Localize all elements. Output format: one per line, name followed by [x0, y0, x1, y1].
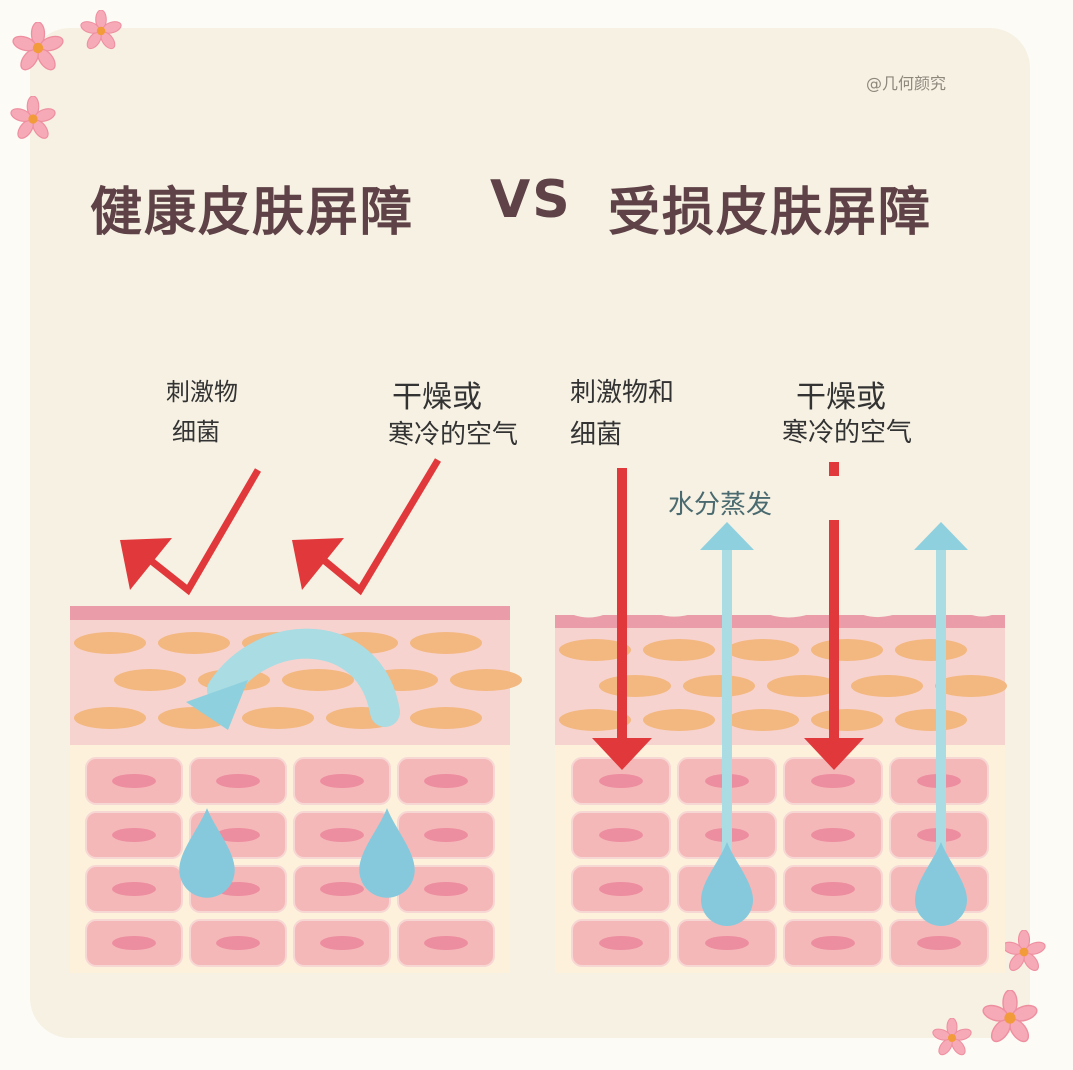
label-irritant-healthy-2: 细菌: [172, 418, 220, 446]
lipid-oval: [935, 675, 1007, 697]
label-evaporation: 水分蒸发: [668, 490, 773, 520]
lipid-oval: [643, 709, 715, 731]
skin-cell: [85, 757, 183, 805]
skin-cell: [571, 919, 671, 967]
skin-cell: [571, 811, 671, 859]
skin-cell: [677, 919, 777, 967]
watermark: @几何颜究: [866, 74, 947, 93]
skin-cell: [293, 811, 391, 859]
label-air-healthy-2: 寒冷的空气: [388, 420, 519, 450]
healthy-skin-panel: [70, 458, 522, 973]
lipid-oval: [643, 639, 715, 661]
skin-cell: [889, 919, 989, 967]
irritant-bounce-arrow: [120, 468, 262, 596]
skin-cell: [189, 757, 287, 805]
skin-cell: [571, 757, 671, 805]
lipid-oval: [242, 707, 314, 729]
lipid-oval: [683, 675, 755, 697]
lipid-oval: [158, 632, 230, 654]
skin-cell: [293, 919, 391, 967]
lipid-oval: [559, 639, 631, 661]
label-air-healthy-1: 干燥或: [392, 380, 482, 415]
label-irritant-damaged-2: 细菌: [570, 420, 623, 450]
lipid-oval: [410, 632, 482, 654]
lipid-oval: [895, 709, 967, 731]
skin-cell: [293, 757, 391, 805]
air-bounce-arrow: [292, 458, 442, 596]
skin-cell: [397, 757, 495, 805]
skin-cell: [783, 865, 883, 913]
skin-cell: [783, 811, 883, 859]
skin-cell: [189, 919, 287, 967]
lipid-oval: [895, 639, 967, 661]
title-vs: VS: [490, 170, 572, 230]
lipid-oval: [410, 707, 482, 729]
lipid-oval: [282, 669, 354, 691]
label-irritant-healthy-1: 刺激物: [166, 378, 238, 406]
label-air-damaged-2: 寒冷的空气: [782, 418, 913, 448]
skin-cell: [85, 865, 183, 913]
damaged-skin-panel: [555, 462, 1007, 973]
lipid-oval: [599, 675, 671, 697]
lipid-oval: [727, 639, 799, 661]
lipid-oval: [811, 639, 883, 661]
skin-cell: [783, 919, 883, 967]
skin-cell: [85, 919, 183, 967]
skin-cell: [571, 865, 671, 913]
lipid-oval: [727, 709, 799, 731]
skin-cell: [783, 757, 883, 805]
lipid-oval: [74, 632, 146, 654]
label-air-damaged-1: 干燥或: [796, 380, 886, 415]
air-penetration-arrow: [804, 462, 864, 770]
lipid-oval: [811, 709, 883, 731]
lipid-oval: [851, 675, 923, 697]
lipid-oval: [767, 675, 839, 697]
skin-cell: [85, 811, 183, 859]
retained-moisture-arrow: [186, 628, 400, 730]
irritant-penetration-arrow: [592, 468, 652, 770]
title-healthy: 健康皮肤屏障: [90, 183, 415, 243]
lipid-oval: [450, 669, 522, 691]
evaporation-arrow: [914, 522, 968, 855]
lipid-oval: [74, 707, 146, 729]
title-damaged: 受损皮肤屏障: [608, 183, 933, 243]
evaporation-arrow: [700, 522, 754, 855]
skin-cell: [397, 811, 495, 859]
lipid-oval: [114, 669, 186, 691]
lipid-oval: [559, 709, 631, 731]
label-irritant-damaged-1: 刺激物和: [570, 378, 675, 408]
skin-cell: [397, 919, 495, 967]
